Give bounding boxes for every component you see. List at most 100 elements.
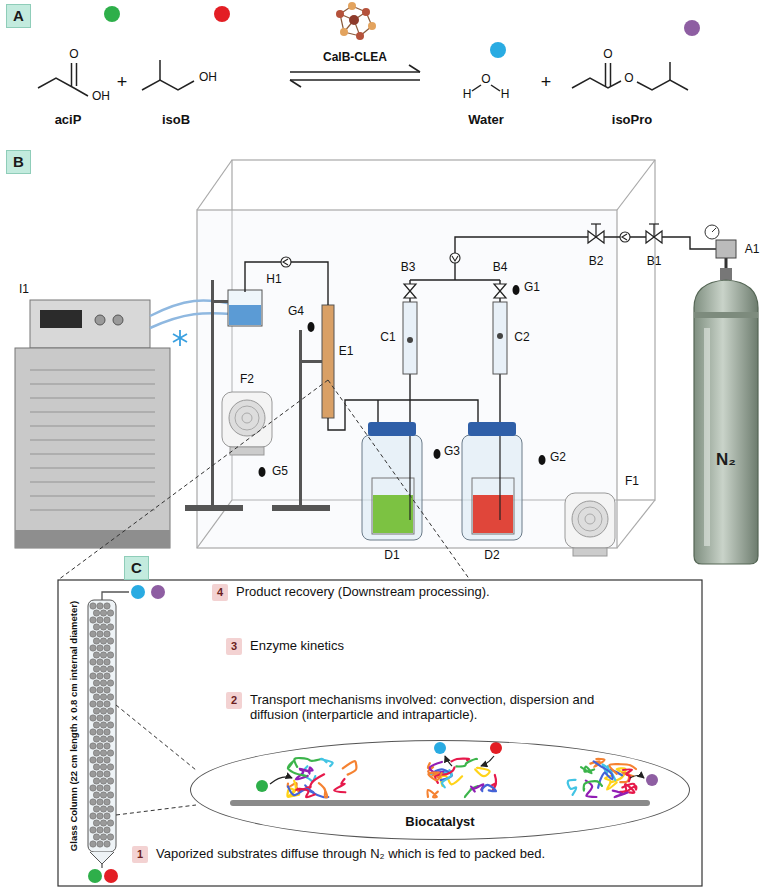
snowflake-icon <box>173 334 187 342</box>
skeletal-formula <box>669 62 671 80</box>
lab-stand <box>213 300 229 303</box>
packed-bead <box>100 708 106 714</box>
enzyme-ribbon <box>288 758 637 797</box>
skeletal-formula <box>38 78 88 96</box>
chiller <box>113 315 123 325</box>
node-text: N₂ <box>716 450 736 470</box>
skeletal-formula <box>76 63 78 86</box>
packed-bead <box>93 778 99 784</box>
packed-bead <box>93 610 99 616</box>
packed-bead <box>100 624 106 630</box>
snowflake-icon <box>173 330 187 346</box>
molecule-circle <box>434 742 446 754</box>
sensor-tag: G4 <box>288 305 304 319</box>
skeletal-formula <box>572 78 621 88</box>
lab-stand <box>185 505 243 511</box>
node-text: Biocatalyst <box>405 814 474 829</box>
step-text: Enzyme kinetics <box>250 639 344 654</box>
chiller <box>15 530 170 548</box>
support-bar <box>230 800 650 806</box>
packed-bead <box>97 617 103 623</box>
flowmeter <box>497 333 503 339</box>
packed-bead <box>90 729 96 735</box>
check-valve <box>450 253 460 263</box>
molecule-circle <box>88 585 165 883</box>
packed-bead <box>107 610 113 616</box>
packed-bead <box>93 806 99 812</box>
enclosure-box <box>617 160 655 210</box>
chiller <box>30 439 155 441</box>
packed-bead <box>100 694 106 700</box>
chiller <box>30 481 155 483</box>
packed-bead <box>104 631 110 637</box>
heater-fan <box>222 392 615 556</box>
chiller <box>40 310 82 328</box>
packed-bead <box>90 799 96 805</box>
gas-line <box>409 374 410 422</box>
packed-bead <box>93 722 99 728</box>
glass-column <box>102 592 129 600</box>
step-badge: 2 <box>226 692 242 709</box>
packed-bead <box>104 743 110 749</box>
coolant-tube <box>150 313 232 328</box>
gas-line <box>499 374 500 422</box>
chiller <box>30 425 155 427</box>
molecule-circle <box>256 742 658 792</box>
pressure-regulator <box>716 240 736 258</box>
enzyme-ribbon <box>319 783 327 797</box>
molecule-circle <box>104 6 120 22</box>
sensor-tag: G5 <box>272 465 288 479</box>
skeletal-formula <box>610 63 612 86</box>
packed-bead <box>104 617 110 623</box>
enzyme-ribbon <box>300 767 312 773</box>
saturator-bottle <box>362 435 422 540</box>
packed-bead <box>100 736 106 742</box>
column-caption: Glass Column (22 cm length x 0.8 cm inte… <box>69 601 80 851</box>
flowmeter <box>403 302 417 374</box>
check-valve <box>283 259 288 265</box>
enzyme-ribbon <box>609 764 636 774</box>
chiller <box>95 315 105 325</box>
enzyme-ribbon <box>428 790 438 797</box>
enzyme-cluster-icon <box>362 8 370 16</box>
packed-bead <box>100 820 106 826</box>
packed-bead <box>107 834 113 840</box>
equipment-tag: B3 <box>401 261 416 275</box>
chiller <box>30 300 150 348</box>
molecule-circle <box>131 585 145 599</box>
heater-fan <box>585 514 595 524</box>
packed-bead <box>90 841 96 847</box>
packed-bead <box>107 652 113 658</box>
atom-symbol: O <box>481 73 490 87</box>
packed-bead <box>90 631 96 637</box>
enzyme-ribbon <box>475 768 489 777</box>
packed-bead <box>104 701 110 707</box>
catalyst-name: CalB-CLEA <box>323 51 387 65</box>
lab-stand <box>301 360 323 363</box>
packed-bead <box>104 729 110 735</box>
packed-bead <box>93 736 99 742</box>
enzyme-ribbon <box>456 759 477 767</box>
equipment-tag: C1 <box>380 331 395 345</box>
packed-bead <box>93 680 99 686</box>
equipment-tag: F2 <box>240 373 254 387</box>
packed-bead <box>100 638 106 644</box>
atom-symbol: OH <box>199 71 217 85</box>
packed-bead <box>90 617 96 623</box>
packed-bead <box>97 659 103 665</box>
skeletal-formula <box>605 63 607 86</box>
step-badge: 3 <box>226 638 242 655</box>
compound-name: isoPro <box>612 113 652 128</box>
packed-bead <box>97 771 103 777</box>
heater-fan <box>572 501 608 537</box>
equipment-tag: C2 <box>514 331 529 345</box>
sensor-dot <box>308 322 315 332</box>
packed-bead <box>104 715 110 721</box>
glass-column <box>90 852 114 864</box>
heater-fan <box>235 406 259 430</box>
check-valve <box>620 232 630 242</box>
compound-name: aciP <box>55 113 82 128</box>
molecule-circle <box>646 774 658 786</box>
